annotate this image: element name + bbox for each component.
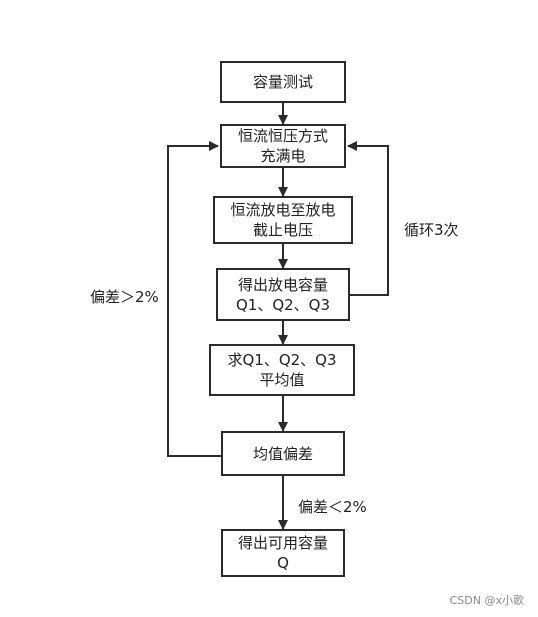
arrow-deviation-over-feedback xyxy=(167,141,221,457)
node-mean-deviation: 均值偏差 xyxy=(221,431,345,476)
node-capacity-test-label: 容量测试 xyxy=(252,73,313,91)
node-average-label: 求Q1、Q2、Q3平均值 xyxy=(227,351,337,389)
node-get-capacity-label: 得出放电容量Q1、Q2、Q3 xyxy=(235,275,331,314)
label-loop-three-times: 循环3次 xyxy=(404,221,459,239)
node-mean-deviation-label: 均值偏差 xyxy=(252,444,313,463)
node-capacity-test: 容量测试 xyxy=(220,61,346,103)
node-average: 求Q1、Q2、Q3平均值 xyxy=(209,344,355,396)
node-cc-cv-charge: 恒流恒压方式充满电 xyxy=(220,124,346,168)
label-deviation-over: 偏差＞2% xyxy=(90,288,159,306)
watermark-text: CSDN @x小歌 xyxy=(449,594,524,607)
node-usable-capacity: 得出可用容量Q xyxy=(221,529,345,577)
node-get-capacity: 得出放电容量Q1、Q2、Q3 xyxy=(216,268,350,321)
label-deviation-under: 偏差＜2% xyxy=(298,498,367,516)
arrow-loop-three-times xyxy=(347,141,389,296)
node-cc-cv-charge-label: 恒流恒压方式充满电 xyxy=(237,127,328,165)
node-cc-discharge: 恒流放电至放电截止电压 xyxy=(213,196,353,244)
node-usable-capacity-label: 得出可用容量Q xyxy=(237,534,328,572)
node-cc-discharge-label: 恒流放电至放电截止电压 xyxy=(230,201,336,239)
